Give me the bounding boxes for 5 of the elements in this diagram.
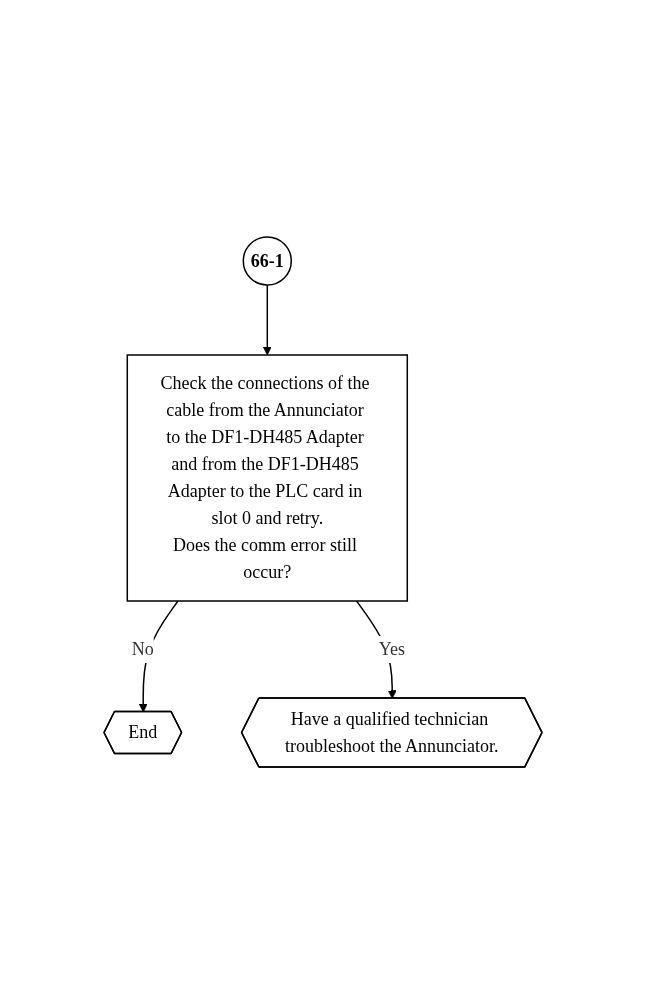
node-box: Check the connections of the cable from the Annunciator to the DF1-DH485 Adapter and from the DF1-DH485 Adapter to the PLC card in slot 0 and retry. Does the comm error still occur? xyxy=(126,353,409,602)
arrow xyxy=(262,283,272,355)
edge-label: No xyxy=(131,638,154,659)
edge-label: Yes xyxy=(378,638,405,659)
node-circle: 66-1 xyxy=(242,235,293,286)
